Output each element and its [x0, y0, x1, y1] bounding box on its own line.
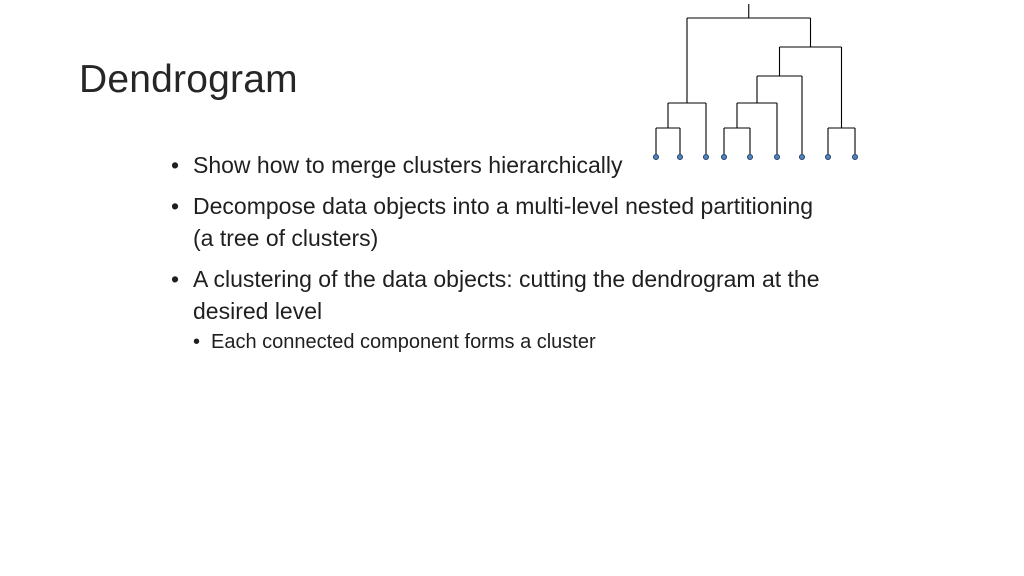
- sub-bullet-item: Each connected component forms a cluster: [193, 328, 831, 356]
- bullet-item: Decompose data objects into a multi-leve…: [171, 190, 831, 254]
- dendrogram-leaf: [852, 153, 859, 160]
- slide-title: Dendrogram: [79, 58, 298, 101]
- bullet-item: A clustering of the data objects: cuttin…: [171, 263, 831, 327]
- bullet-item: Show how to merge clusters hierarchicall…: [171, 149, 831, 181]
- bullet-list: Show how to merge clusters hierarchicall…: [171, 149, 831, 356]
